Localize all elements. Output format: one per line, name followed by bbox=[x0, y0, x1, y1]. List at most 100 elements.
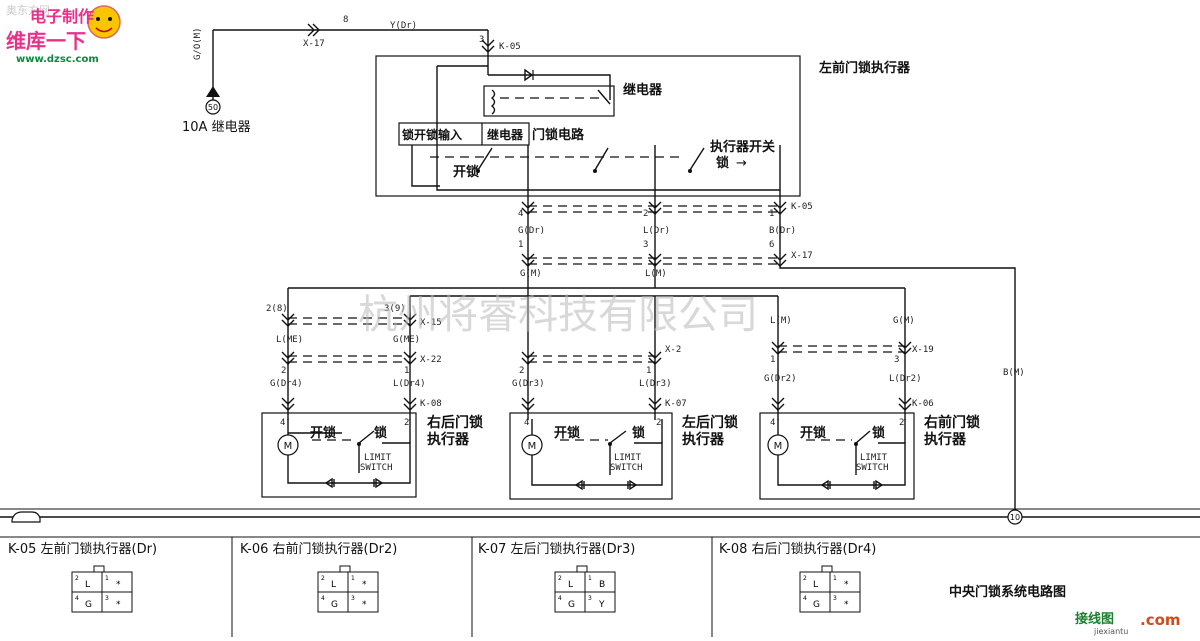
ground-node: 10 bbox=[1010, 513, 1020, 522]
rl-motor: M bbox=[284, 441, 293, 452]
ground-wire-label: B(M) bbox=[1003, 368, 1025, 378]
rr-wire-m-2: G(M) bbox=[893, 316, 915, 326]
k07-cell-5: 4 bbox=[558, 595, 562, 602]
k07-connector-face: 2 L 1 B 4 G 3 Y bbox=[554, 565, 616, 613]
rr-title-2: 执行器 bbox=[924, 431, 967, 448]
k06-cell-6: G bbox=[331, 600, 338, 610]
actuator-rear-right: M 4 2 开锁 锁 LIMIT SWITCH 右前门锁 执行器 bbox=[759, 412, 980, 500]
relay-label: 继电器 bbox=[623, 82, 663, 98]
top-k05: K-05 bbox=[499, 42, 521, 52]
k05-cell-4: * bbox=[116, 580, 121, 590]
switch-label: 执行器开关 bbox=[710, 139, 775, 155]
rl-x22-pin-2: 1 bbox=[404, 366, 409, 376]
rr-k-label: K-06 bbox=[912, 399, 934, 409]
k07-cell-4: B bbox=[599, 580, 605, 590]
top-wire-label: Y(Dr) bbox=[390, 21, 417, 31]
k06-cell-4: * bbox=[362, 580, 367, 590]
rm-unlock: 开锁 bbox=[554, 425, 580, 441]
k05-cell-2: L bbox=[85, 580, 90, 590]
x17-pin-1: 1 bbox=[518, 240, 523, 250]
bus-wire-dr-1: G(Dr) bbox=[518, 226, 545, 236]
rl-unlock: 开锁 bbox=[310, 425, 336, 441]
rr-unlock: 开锁 bbox=[800, 425, 826, 441]
rl-pin-2: 2 bbox=[404, 418, 409, 428]
k05-cell-6: G bbox=[85, 600, 92, 610]
rl-k-label: K-08 bbox=[420, 399, 442, 409]
rl-title-2: 执行器 bbox=[427, 431, 470, 448]
logo-url: www.dzsc.com bbox=[16, 54, 99, 65]
footer-k06: K-06 右前门锁执行器(Dr2) bbox=[240, 541, 397, 557]
main-bus: 4 2 1 K-05 G(Dr) L(Dr) B(Dr) 1 3 6 X-17 … bbox=[287, 178, 1025, 517]
rl-wire-me-1: L(ME) bbox=[276, 335, 303, 345]
k07-cell-3: 1 bbox=[588, 575, 592, 582]
rl-x22-pin-1: 2 bbox=[281, 366, 286, 376]
relay-coil-box bbox=[483, 85, 615, 117]
k05-connector-face: 2 L 1 * 4 G 3 * bbox=[71, 565, 133, 613]
car-icon bbox=[11, 511, 41, 523]
source-wire-label: G/O(M) bbox=[193, 27, 203, 60]
brand-url: jiexiantu bbox=[1093, 627, 1128, 636]
bus-wire-m-1: G(M) bbox=[520, 269, 542, 279]
k05-pin-2: 2 bbox=[643, 209, 648, 219]
rm-wire-dr3-1: G(Dr3) bbox=[512, 379, 545, 389]
k05-cell-7: 3 bbox=[105, 595, 109, 602]
k06-cell-7: 3 bbox=[351, 595, 355, 602]
k08-cell-2: L bbox=[813, 580, 818, 590]
rm-title: 左后门锁 bbox=[681, 414, 738, 431]
rm-limit: LIMIT bbox=[614, 453, 642, 463]
fl-lock-label: 锁 bbox=[716, 155, 729, 171]
x17-pin-3: 6 bbox=[769, 240, 774, 250]
k08-connector-face: 2 L 1 * 4 G 3 * bbox=[799, 565, 861, 613]
footer-k05: K-05 左前门锁执行器(Dr) bbox=[8, 541, 157, 557]
rr-x19-pin-1: 1 bbox=[770, 355, 775, 365]
k06-cell-8: * bbox=[362, 600, 367, 610]
k06-connector-face: 2 L 1 * 4 G 3 * bbox=[317, 565, 379, 613]
rl-x15-pin-1: 2(8) bbox=[266, 304, 288, 314]
rr-wire-dr2-2: L(Dr2) bbox=[889, 374, 922, 384]
k08-cell-5: 4 bbox=[803, 595, 807, 602]
rm-motor: M bbox=[528, 441, 537, 452]
k05-pin-3: 1 bbox=[769, 209, 774, 219]
rm-x2-pin-2: 1 bbox=[646, 366, 651, 376]
k07-cell-2: L bbox=[568, 580, 573, 590]
rl-x15-label: X-15 bbox=[420, 318, 442, 328]
bus-wire-dr-3: B(Dr) bbox=[769, 226, 796, 236]
k08-cell-4: * bbox=[844, 580, 849, 590]
bus-k05-label: K-05 bbox=[791, 202, 813, 212]
rm-switch: SWITCH bbox=[610, 463, 643, 473]
rl-limit: LIMIT bbox=[364, 453, 392, 463]
actuator-rear-middle: M 4 2 开锁 锁 LIMIT SWITCH 左后门锁 执行器 bbox=[509, 412, 738, 500]
k07-cell-6: G bbox=[568, 600, 575, 610]
rr-pin-1: 4 bbox=[770, 418, 775, 428]
lock-input-label: 锁开锁输入 bbox=[402, 127, 462, 142]
k08-cell-1: 2 bbox=[803, 575, 807, 582]
k08-cell-3: 1 bbox=[833, 575, 837, 582]
k08-cell-8: * bbox=[844, 600, 849, 610]
fl-unlock-label: 开锁 bbox=[453, 164, 479, 180]
x17-pin-2: 3 bbox=[643, 240, 648, 250]
rl-x15-pin-2: 3(9) bbox=[384, 304, 406, 314]
ground-bar: 10 bbox=[0, 508, 1200, 525]
rr-switch: SWITCH bbox=[856, 463, 889, 473]
rl-wire-dr4-1: G(Dr4) bbox=[270, 379, 303, 389]
rear-left-harness: 2(8) 3(9) X-15 L(ME) G(ME) 2 1 X-22 G(Dr… bbox=[266, 304, 442, 411]
rl-x22-label: X-22 bbox=[420, 355, 442, 365]
k05-pin-1: 4 bbox=[518, 209, 523, 219]
rr-wire-dr2-1: G(Dr2) bbox=[764, 374, 797, 384]
rr-limit: LIMIT bbox=[860, 453, 888, 463]
k06-cell-5: 4 bbox=[321, 595, 325, 602]
k05-cell-1: 2 bbox=[75, 575, 79, 582]
k05-cell-8: * bbox=[116, 600, 121, 610]
footer-k08: K-08 右后门锁执行器(Dr4) bbox=[719, 541, 876, 557]
bus-x17-label: X-17 bbox=[791, 251, 813, 261]
rl-lock: 锁 bbox=[374, 425, 387, 441]
rm-wire-dr3-2: L(Dr3) bbox=[639, 379, 672, 389]
rm-k-label: K-07 bbox=[665, 399, 687, 409]
k06-cell-3: 1 bbox=[351, 575, 355, 582]
relay-box-label: 继电器 bbox=[487, 127, 524, 142]
rear-right-harness: L(M) G(M) 1 3 X-19 G(Dr2) L(Dr2) K-06 bbox=[764, 316, 934, 411]
rr-pin-2: 2 bbox=[899, 418, 904, 428]
watermark: 杭州将睿科技有限公司 bbox=[358, 292, 758, 338]
rear-middle-harness: 2 1 X-2 G(Dr3) L(Dr3) K-07 bbox=[512, 345, 687, 411]
